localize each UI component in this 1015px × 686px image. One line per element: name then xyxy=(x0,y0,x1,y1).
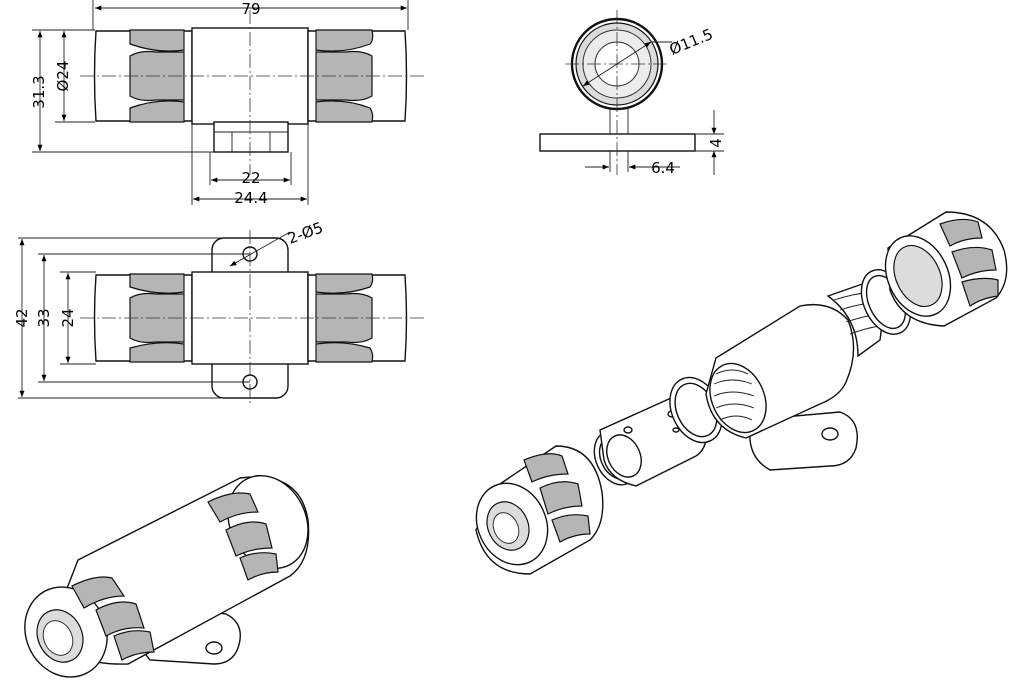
dim-body-diameter: Ø24 xyxy=(54,61,72,92)
dim-flange-offset: 6.4 xyxy=(651,159,675,177)
dim-flange-thickness: 4 xyxy=(707,138,725,148)
side-view: Ø11.5 4 6.4 xyxy=(539,10,725,177)
dim-body-width-top: 24 xyxy=(59,308,77,327)
dim-mount-width: 24.4 xyxy=(234,189,267,207)
dim-holes: 2-Ø5 xyxy=(285,218,325,247)
dim-base-length: 42 xyxy=(13,308,31,327)
dim-overall-length: 79 xyxy=(241,0,260,18)
dim-height-front: 31.3 xyxy=(30,75,48,108)
dim-hole-spacing: 22 xyxy=(241,169,260,187)
front-view: 79 31.3 Ø24 22 24.4 xyxy=(30,0,425,207)
assembled-isometric-view xyxy=(24,474,310,678)
top-view: 42 33 24 2-Ø5 xyxy=(13,218,425,405)
dim-bore-diameter: Ø11.5 xyxy=(667,25,716,59)
exploded-isometric-view xyxy=(475,211,1008,575)
dim-base-width: 33 xyxy=(35,308,53,327)
